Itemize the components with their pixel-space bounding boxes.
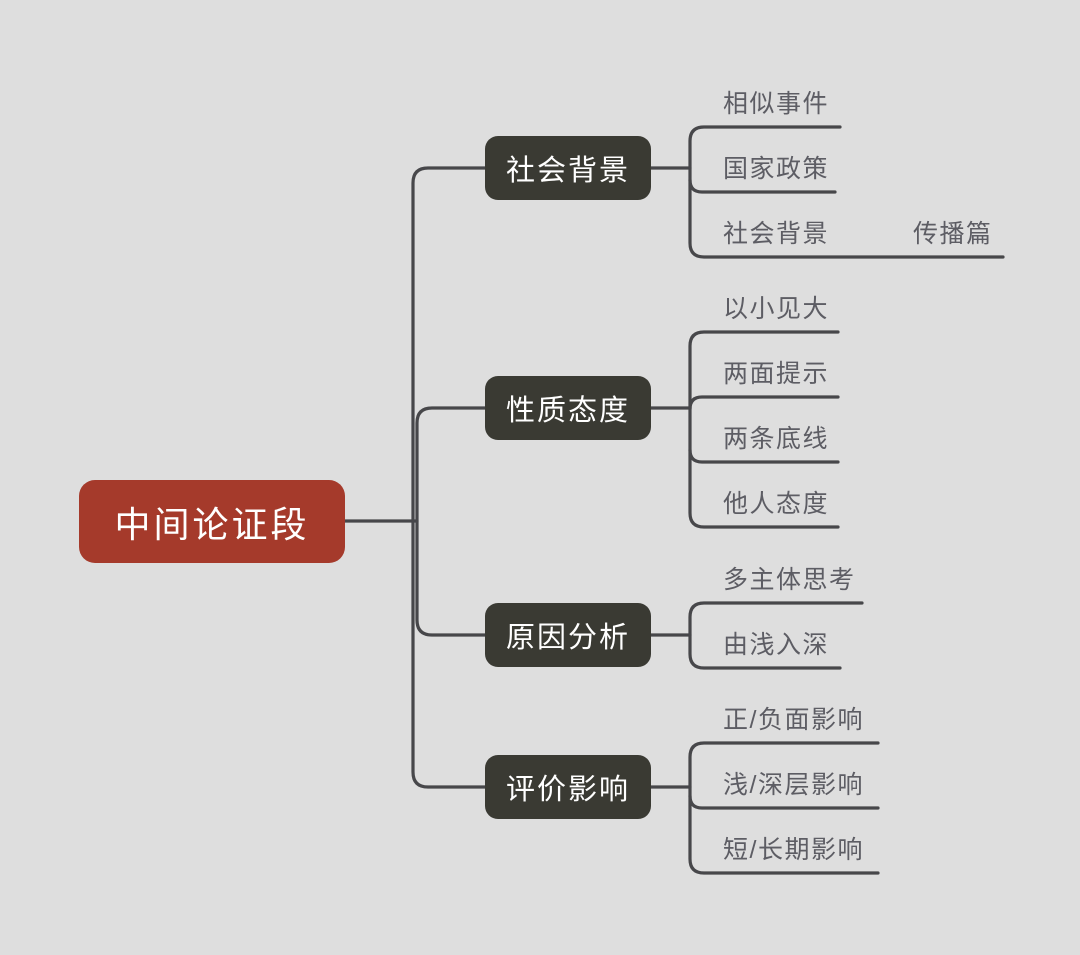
connector-branch1-bracket	[688, 125, 1005, 259]
topic-two-bottom-lines[interactable]: 两条底线	[723, 425, 830, 453]
connector-branch3-bracket	[688, 601, 864, 670]
topic-positive-negative-impact[interactable]: 正/负面影响	[723, 706, 864, 734]
topic-shallow-to-deep[interactable]: 由浅入深	[723, 631, 830, 659]
connector-branch2-bracket	[688, 330, 840, 529]
topic-shallow-deep-impact[interactable]: 浅/深层影响	[723, 771, 864, 799]
topic-similar-events[interactable]: 相似事件	[723, 90, 830, 118]
connector-branch4-bracket	[688, 741, 880, 875]
connector-trunk	[411, 166, 487, 789]
topic-small-to-big[interactable]: 以小见大	[723, 295, 830, 323]
connector-branch1-mid	[688, 178, 837, 194]
connector-inner	[415, 406, 487, 637]
branch-node-social-background[interactable]: 社会背景	[485, 136, 651, 200]
topic-national-policy[interactable]: 国家政策	[723, 155, 830, 183]
topic-social-background[interactable]: 社会背景	[723, 220, 830, 248]
topic-two-sides-hint[interactable]: 两面提示	[723, 360, 830, 388]
connector-branch2-mid1	[688, 395, 840, 411]
branch-node-nature-attitude[interactable]: 性质态度	[485, 376, 651, 440]
topic-short-long-term-impact[interactable]: 短/长期影响	[723, 836, 864, 864]
connector-branch2-mid2	[688, 448, 840, 464]
topic-others-attitude[interactable]: 他人态度	[723, 490, 830, 518]
topic-communication-chapter[interactable]: 传播篇	[913, 220, 993, 248]
topic-multi-subject-thinking[interactable]: 多主体思考	[723, 566, 856, 594]
branch-node-cause-analysis[interactable]: 原因分析	[485, 603, 651, 667]
connector-branch4-mid	[688, 794, 880, 810]
branch-node-evaluate-impact[interactable]: 评价影响	[485, 755, 651, 819]
root-node[interactable]: 中间论证段	[79, 480, 345, 563]
